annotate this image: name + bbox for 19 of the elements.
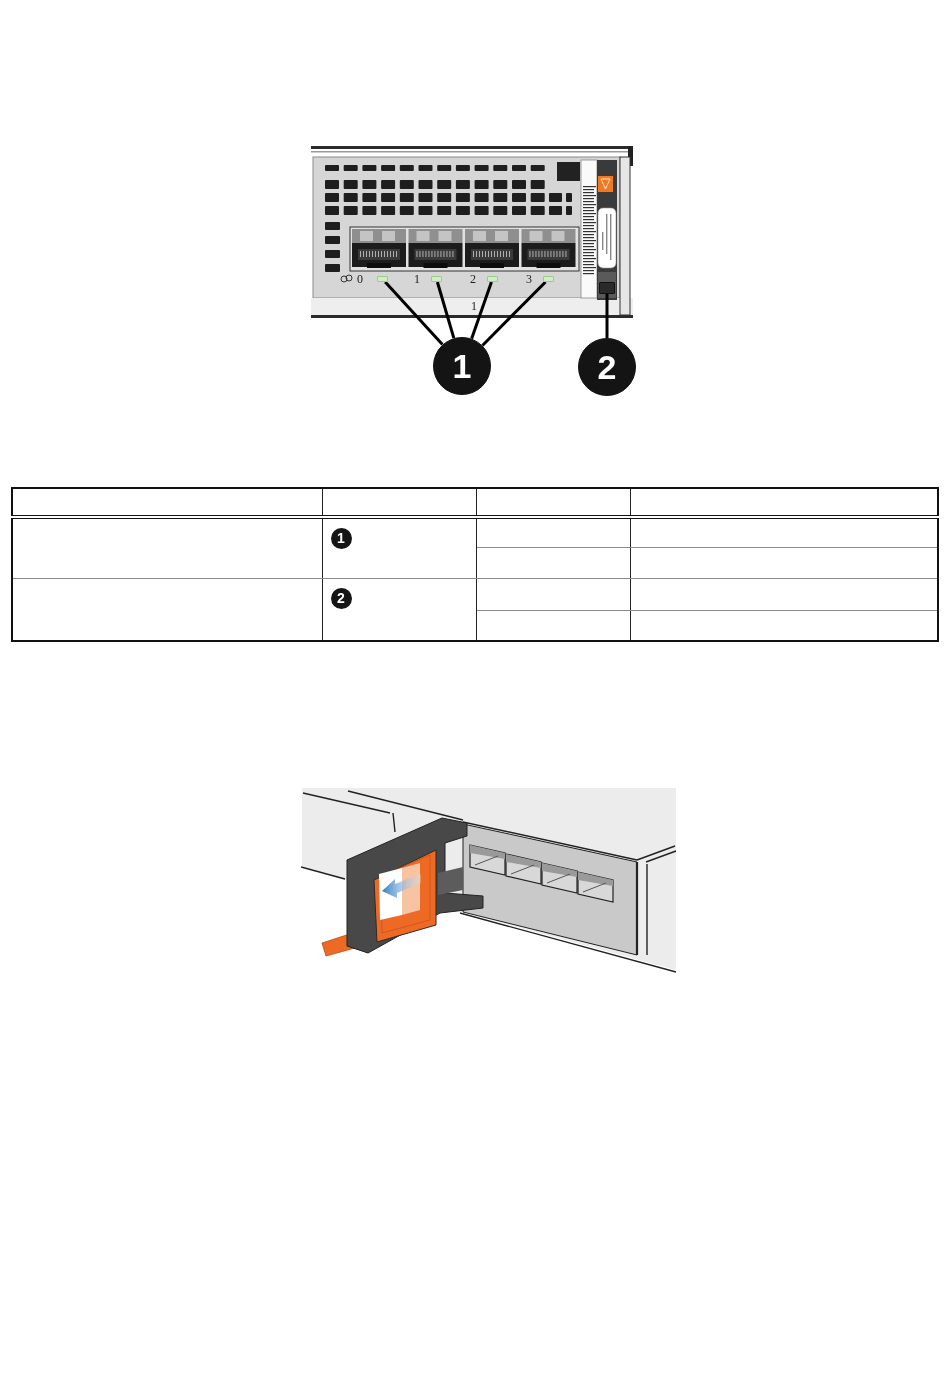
leader-line: [384, 281, 444, 346]
leader-line: [435, 281, 456, 339]
callout-number: 1: [433, 337, 491, 395]
led-indicator: [543, 276, 554, 282]
slot-number: 1: [471, 300, 477, 312]
leader-line: [470, 281, 493, 340]
led-indicator: [487, 276, 498, 282]
callout-number: 2: [330, 587, 352, 609]
callout-number: 2: [578, 338, 636, 396]
port-number: 3: [526, 273, 532, 285]
leader-line: [605, 294, 609, 338]
led-indicator: [377, 276, 388, 282]
port-number: 1: [414, 273, 420, 285]
leader-line: [481, 280, 547, 347]
port-number: 2: [470, 273, 476, 285]
handle-latch: [599, 282, 615, 294]
callout-number: 1: [330, 528, 352, 549]
led-indicator: [431, 276, 442, 282]
port-number: 0: [357, 273, 363, 285]
